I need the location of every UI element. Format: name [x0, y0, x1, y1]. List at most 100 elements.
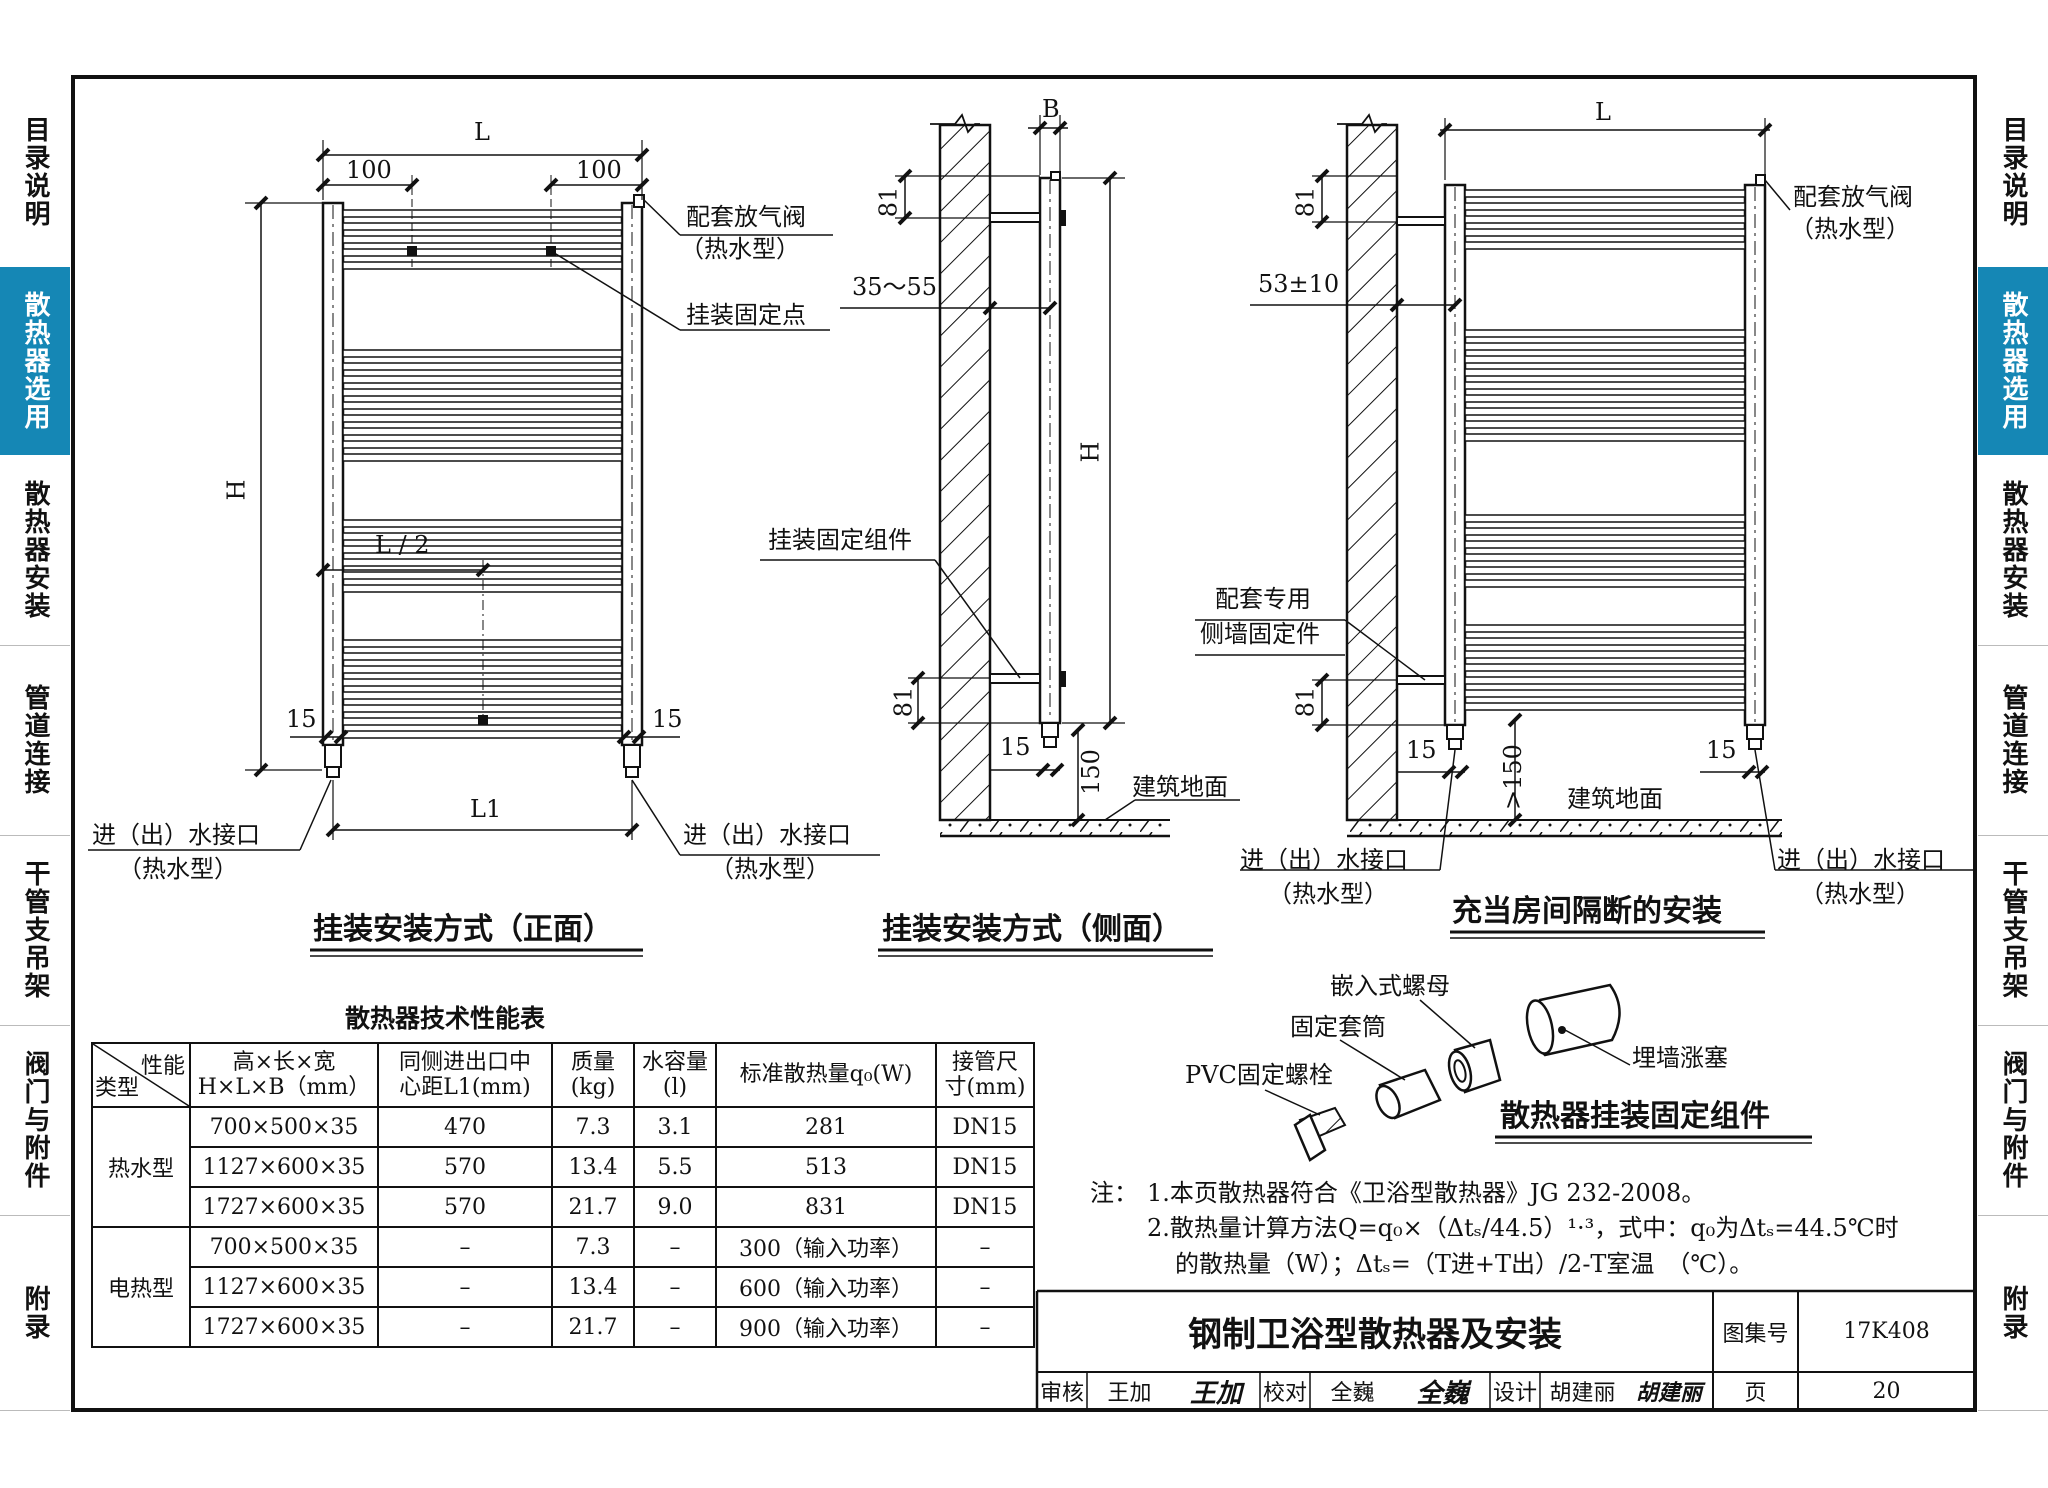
table-cell: –: [633, 1266, 717, 1308]
radiator-tube: [1464, 189, 1746, 198]
left-tab-4[interactable]: 管道连接: [0, 645, 70, 836]
radiator-tube: [342, 375, 623, 384]
left-tab-7[interactable]: 附录: [0, 1215, 70, 1411]
right-tab-3[interactable]: 散热器安装: [1978, 455, 2048, 646]
radiator-tube: [1464, 394, 1746, 403]
radiator-tube: [342, 388, 623, 397]
side-view-drawing: [760, 113, 1240, 957]
type-cell: 热水型: [91, 1106, 191, 1228]
table-cell: 600（输入功率）: [715, 1266, 937, 1308]
dim-H-side: H: [1076, 441, 1105, 463]
label-bolt: PVC固定螺栓: [1185, 1061, 1333, 1089]
header-diagonal-cell: 性能类型: [91, 1042, 191, 1108]
label-fixing-assembly: 挂装固定组件: [768, 526, 912, 554]
dim-H-front: H: [222, 479, 251, 501]
table-cell: 700×500×35: [189, 1226, 379, 1268]
left-tab-2[interactable]: 散热器选用: [0, 267, 70, 455]
dim-L-partition: L: [1595, 98, 1611, 126]
label-sleeve: 固定套筒: [1290, 1013, 1386, 1041]
front-view-title: 挂装安装方式（正面）: [313, 912, 613, 947]
tab-label: 散热器安装: [20, 480, 50, 620]
dim-81-bottom-side: 81: [889, 686, 918, 718]
left-tab-5[interactable]: 干管支吊架: [0, 835, 70, 1026]
table-cell: 13.4: [551, 1266, 635, 1308]
tab-label: 阀门与附件: [20, 1050, 50, 1190]
radiator-tube: [342, 730, 623, 739]
table-cell: –: [633, 1306, 717, 1348]
note-1: 1.本页散热器符合《卫浴型散热器》JG 232-2008。: [1147, 1179, 1706, 1207]
header-cell: 水容量 (l): [633, 1042, 717, 1108]
table-cell: 21.7: [551, 1306, 635, 1348]
table-cell: 1127×600×35: [189, 1266, 379, 1308]
table-row: 1127×600×35–13.4–600（输入功率）–: [92, 1266, 1035, 1308]
tab-label: 附录: [20, 1284, 50, 1341]
tab-label: 阀门与附件: [1998, 1050, 2028, 1190]
radiator-tube: [1464, 650, 1746, 659]
notes-prefix: 注：: [1090, 1179, 1138, 1207]
tab-label: 散热器选用: [1998, 291, 2028, 431]
label-inlet-partition-right-1: 进（出）水接口: [1777, 846, 1945, 874]
note-2: 2.散热量计算方法Q=q₀×（Δtₛ/44.5）¹·³，式中：q₀为Δtₛ=44…: [1147, 1214, 1899, 1242]
title-block-lines: [1035, 1289, 1975, 1410]
table-cell: 7.3: [551, 1106, 635, 1148]
right-tab-6[interactable]: 阀门与附件: [1978, 1025, 2048, 1216]
label-inlet-front-left-2: （热水型）: [118, 855, 238, 883]
radiator-tube: [342, 222, 623, 231]
check-label: 校对: [1262, 1381, 1307, 1406]
table-cell: 513: [715, 1146, 937, 1188]
label-inlet-front-left-1: 进（出）水接口: [92, 821, 260, 849]
design-label: 设计: [1492, 1381, 1537, 1406]
table-cell: 281: [715, 1106, 937, 1148]
table-cell: DN15: [935, 1106, 1035, 1148]
right-tab-4[interactable]: 管道连接: [1978, 645, 2048, 836]
right-tab-2[interactable]: 散热器选用: [1978, 267, 2048, 455]
table-cell: 1727×600×35: [189, 1306, 379, 1348]
dim-100-left: 100: [346, 156, 392, 184]
header-cell: 高×长×宽 H×L×B（mm）: [189, 1042, 379, 1108]
side-view-title: 挂装安装方式（侧面）: [882, 912, 1182, 947]
tab-label: 附录: [1998, 1284, 2028, 1341]
radiator-tube: [342, 235, 623, 244]
radiator-tube: [342, 349, 623, 358]
dim-53: 53±10: [1258, 270, 1340, 298]
dim-L-front: L: [474, 118, 490, 146]
table-cell: –: [633, 1226, 717, 1268]
radiator-tube: [1464, 381, 1746, 390]
right-tab-5[interactable]: 干管支吊架: [1978, 835, 2048, 1026]
dim-35-55: 35～55: [852, 273, 938, 301]
dim-81-bottom-partition: 81: [1291, 686, 1320, 718]
radiator-tube: [1464, 241, 1746, 250]
table-cell: –: [935, 1266, 1035, 1308]
tab-label: 目录说明: [20, 116, 50, 228]
table-cell: –: [935, 1306, 1035, 1348]
label-valve-front-1: 配套放气阀: [686, 203, 806, 231]
radiator-tube: [1464, 215, 1746, 224]
right-tab-7[interactable]: 附录: [1978, 1215, 2048, 1411]
table-cell: 3.1: [633, 1106, 717, 1148]
label-inlet-front-right-2: （热水型）: [710, 855, 830, 883]
table-cell: DN15: [935, 1146, 1035, 1188]
partition-view-drawing: [1195, 113, 1975, 939]
header-performance: 性能: [140, 1054, 185, 1079]
tab-label: 干管支吊架: [1998, 860, 2028, 1000]
left-tab-6[interactable]: 阀门与附件: [0, 1025, 70, 1216]
table-row: 1727×600×35–21.7–900（输入功率）–: [92, 1306, 1035, 1348]
label-floor-side: 建筑地面: [1132, 773, 1228, 801]
dim-150-side: 150: [1076, 749, 1105, 795]
header-cell: 标准散热量q₀(W): [715, 1042, 937, 1108]
left-tab-1[interactable]: 目录说明: [0, 77, 70, 268]
tab-label: 管道连接: [20, 684, 50, 796]
dim-B: B: [1042, 95, 1060, 123]
header-cell: 接管尺 寸(mm): [935, 1042, 1035, 1108]
radiator-tube: [1464, 637, 1746, 646]
table-cell: 700×500×35: [189, 1106, 379, 1148]
sheet-border: [71, 75, 1977, 1412]
radiator-tube: [342, 414, 623, 423]
radiator-tube: [1464, 368, 1746, 377]
reviewer-signature: 王加: [1189, 1378, 1242, 1409]
radiator-tube: [1464, 527, 1746, 536]
left-tab-3[interactable]: 散热器安装: [0, 455, 70, 646]
